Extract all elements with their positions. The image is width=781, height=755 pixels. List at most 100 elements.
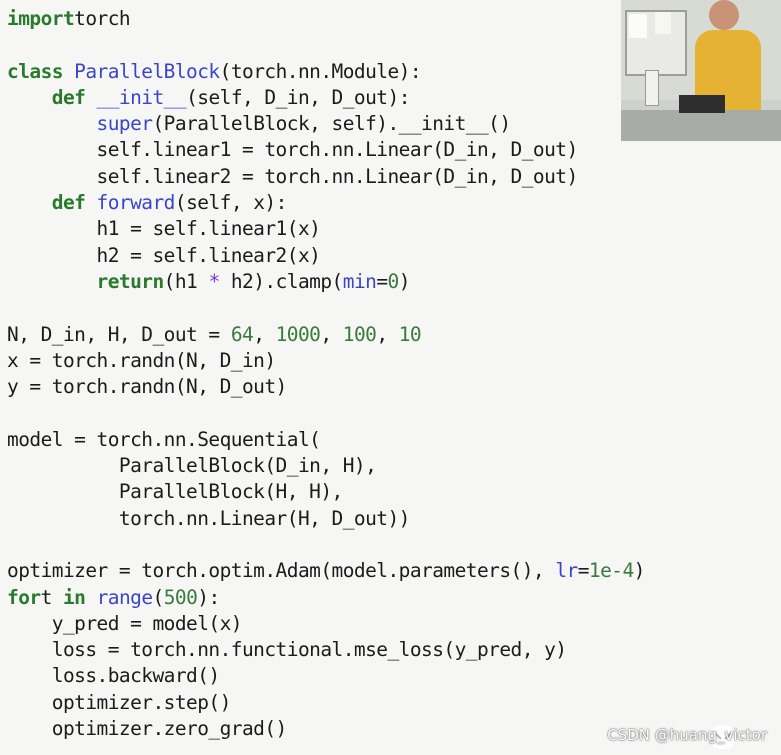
video-inset (621, 0, 781, 141)
code-token: 1000 (275, 322, 321, 346)
code-token: 100 (342, 322, 377, 346)
code-token: torch (74, 7, 131, 30)
code-line: h1 = self.linear1(x) (7, 216, 645, 242)
video-desk (621, 110, 781, 141)
code-token: h2).clamp( (230, 269, 343, 293)
code-line: self.linear1 = torch.nn.Linear(D_in, D_o… (7, 137, 645, 163)
code-token: , (320, 322, 343, 346)
code-token: (self, D_in, D_out): (186, 85, 410, 109)
code-token: ParallelBlock (74, 59, 220, 83)
code-token: ) (398, 269, 411, 293)
code-line: ParallelBlock(D_in, H), (7, 453, 645, 479)
code-line: model = torch.nn.Sequential( (7, 427, 645, 453)
code-line: optimizer = torch.optim.Adam(model.param… (7, 558, 645, 584)
speaker-head (709, 0, 739, 30)
code-token: y_pred = model(x) (7, 611, 243, 635)
watermark-text: CSDN @huang_victor (607, 726, 767, 744)
code-token: class (7, 59, 64, 83)
code-line: optimizer.zero_grad() (7, 716, 645, 742)
code-line: loss.backward() (7, 663, 645, 689)
code-token (7, 191, 52, 214)
video-paper (629, 14, 647, 38)
code-token: ( (152, 585, 165, 609)
code-line: fort in range(500): (7, 585, 645, 611)
video-paper (655, 12, 671, 34)
code-token: self.linear2 = torch.nn.Linear(D_in, D_o… (7, 164, 579, 188)
code-token: optimizer.zero_grad() (7, 717, 288, 741)
code-token: range (96, 585, 154, 609)
code-line: return(h1 * h2).clamp(min=0) (7, 269, 645, 295)
code-token: * (208, 269, 220, 293)
code-token (63, 60, 74, 83)
code-token: super (96, 112, 154, 136)
code-token: = (577, 559, 590, 583)
code-line: torch.nn.Linear(H, D_out)) (7, 506, 645, 532)
code-line: N, D_in, H, D_out = 64, 1000, 100, 10 (7, 322, 645, 348)
code-line: x = torch.randn(N, D_in) (7, 348, 645, 374)
code-token: for (7, 585, 41, 609)
code-token: torch.nn.Linear(H, D_out)) (7, 506, 411, 530)
code-line: loss = torch.nn.functional.mse_loss(y_pr… (7, 637, 645, 663)
code-line: y = torch.randn(N, D_out) (7, 374, 645, 400)
code-token: lr (555, 559, 578, 583)
code-line: optimizer.step() (7, 690, 645, 716)
csdn-logo-icon (709, 725, 737, 749)
code-token: h2 = self.linear2(x) (7, 243, 321, 267)
code-token (7, 86, 52, 109)
code-token: 1e-4 (588, 559, 634, 583)
code-token: (self, x): (174, 191, 287, 215)
code-token: optimizer = torch.optim.Adam(model.param… (7, 559, 556, 583)
code-token: , (376, 322, 399, 346)
code-token: min (342, 269, 377, 293)
code-token: h1 = self.linear1(x) (7, 217, 321, 241)
code-token: loss.backward() (7, 664, 220, 688)
code-token: 0 (387, 269, 400, 293)
code-token: , (253, 322, 276, 346)
code-line: self.linear2 = torch.nn.Linear(D_in, D_o… (7, 164, 645, 190)
code-line: def __init__(self, D_in, D_out): (7, 85, 645, 111)
code-line: class ParallelBlock(torch.nn.Module): (7, 59, 645, 85)
code-token: __init__ (96, 85, 187, 109)
code-token: N, D_in, H, D_out = (7, 322, 231, 346)
code-token: ) (633, 559, 646, 583)
code-line: ParallelBlock(H, H), (7, 479, 645, 505)
code-token: def (51, 85, 86, 109)
code-line (7, 32, 645, 58)
code-token: (h1 (163, 269, 209, 293)
code-token: return (96, 269, 165, 293)
code-token: ParallelBlock(D_in, H), (7, 454, 377, 478)
code-token: t (40, 585, 63, 609)
code-token: x = torch.randn(N, D_in) (7, 348, 276, 372)
code-line (7, 295, 645, 321)
code-token: loss = torch.nn.functional.mse_loss(y_pr… (7, 638, 567, 662)
code-token: 64 (230, 322, 254, 346)
code-token: ): (197, 585, 220, 609)
code-token: (ParallelBlock, self).__init__() (152, 112, 511, 136)
code-token: self.linear1 = torch.nn.Linear(D_in, D_o… (7, 138, 579, 162)
code-token (220, 270, 231, 293)
code-line (7, 400, 645, 426)
code-token: 500 (163, 585, 198, 609)
code-token (7, 270, 97, 293)
code-line (7, 532, 645, 558)
code-block: importtorch class ParallelBlock(torch.nn… (7, 6, 645, 742)
code-token (85, 586, 96, 609)
code-token: model = torch.nn.Sequential( (7, 427, 321, 451)
code-line: importtorch (7, 6, 645, 32)
code-token: optimizer.step() (7, 690, 232, 714)
code-token: 10 (398, 322, 422, 346)
code-line: def forward(self, x): (7, 190, 645, 216)
code-line: super(ParallelBlock, self).__init__() (7, 111, 645, 137)
code-token: = (376, 269, 388, 293)
code-token: y = torch.randn(N, D_out) (7, 375, 287, 399)
code-token: ParallelBlock(H, H), (7, 480, 343, 504)
video-cup (645, 70, 659, 106)
code-token (85, 86, 96, 109)
code-line: h2 = self.linear2(x) (7, 243, 645, 269)
code-line: y_pred = model(x) (7, 611, 645, 637)
code-token: in (62, 585, 86, 609)
code-token: forward (96, 191, 176, 215)
code-token (85, 191, 96, 214)
laptop-icon (679, 95, 725, 113)
code-token: import (7, 7, 75, 30)
